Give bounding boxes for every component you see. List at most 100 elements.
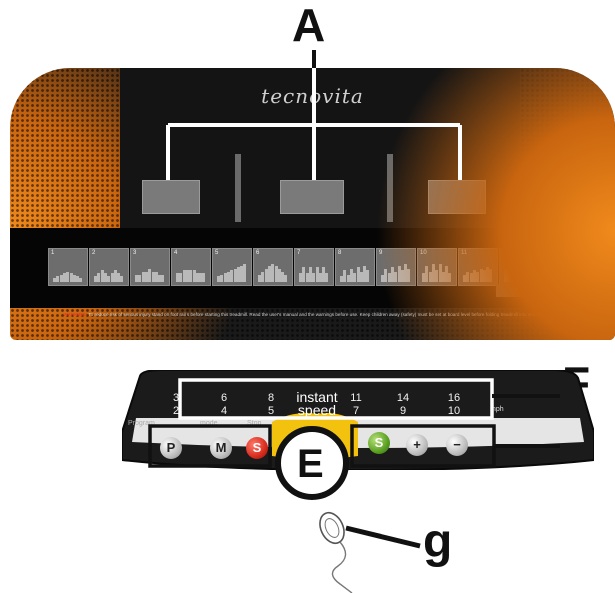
program-button-4[interactable]: 4	[171, 248, 211, 286]
profile-bar	[510, 267, 514, 282]
display-window-center	[280, 180, 344, 214]
profile-bar	[366, 270, 370, 282]
profile-bar	[72, 274, 76, 282]
profile-bar	[151, 271, 155, 282]
speed-up-button[interactable]: +	[406, 434, 428, 456]
profile-bar	[387, 273, 391, 282]
speed-key-3[interactable]: 3	[172, 392, 180, 404]
profile-bar	[62, 273, 66, 282]
profile-bar	[381, 274, 384, 282]
profile-bar	[79, 277, 83, 282]
program-13-label: analytic user program	[552, 249, 602, 262]
profile-bar	[120, 276, 124, 282]
speed-key-7[interactable]: 7	[352, 405, 360, 417]
profile-bar	[179, 273, 183, 282]
program-13-label-line1: analytic	[552, 249, 573, 255]
program-number: 6	[256, 250, 260, 256]
profile-bar	[520, 265, 524, 282]
profile-bar	[233, 268, 237, 282]
profile-bar	[394, 271, 398, 282]
program-profile-graphic	[94, 262, 124, 282]
profile-bar	[523, 267, 527, 282]
divider-right	[387, 154, 393, 222]
profile-bar	[438, 264, 442, 282]
profile-bar	[390, 267, 394, 282]
program-button-9[interactable]: 9	[376, 248, 416, 286]
profile-bar	[277, 268, 281, 282]
speed-key-16[interactable]: 16	[447, 392, 461, 404]
profile-bar	[135, 274, 138, 282]
program-number: 3	[133, 250, 137, 256]
profile-bar	[59, 274, 63, 282]
program-button-2[interactable]: 2	[89, 248, 129, 286]
profile-bar	[107, 276, 111, 282]
program-button-6[interactable]: 6	[253, 248, 293, 286]
program-button-11[interactable]: 11	[458, 248, 498, 286]
profile-bar	[192, 270, 196, 282]
warning-text: WARNING: To reduce risk of serious injur…	[10, 312, 615, 318]
program-button-3[interactable]: 3	[130, 248, 170, 286]
profile-bar	[182, 270, 186, 282]
profile-bar	[469, 273, 473, 282]
program-button-8[interactable]: 8	[335, 248, 375, 286]
program-button[interactable]: P	[160, 437, 182, 459]
profile-bar	[69, 273, 73, 282]
profile-bar	[346, 274, 350, 282]
speed-key-button[interactable]: speed	[496, 284, 546, 297]
profile-bar	[117, 273, 121, 282]
profile-bar	[148, 268, 152, 282]
speed-key-2[interactable]: 2	[172, 405, 180, 417]
program-button-12[interactable]: 12	[499, 248, 539, 286]
program-number: 2	[92, 250, 96, 256]
program-13-label-line2: user program	[552, 255, 588, 262]
mode-button[interactable]: M	[210, 437, 232, 459]
warning-head: WARNING:	[63, 312, 88, 317]
profile-bar	[504, 270, 507, 282]
profile-bar	[240, 265, 244, 282]
profile-bar	[486, 267, 490, 282]
program-number: 7	[297, 250, 301, 256]
display-window-left	[142, 180, 200, 214]
program-button-1[interactable]: 1	[48, 248, 88, 286]
instant-speed-label-2: speed	[297, 402, 337, 418]
speed-key-6[interactable]: 6	[220, 392, 228, 404]
profile-bar	[202, 273, 206, 282]
program-button-7[interactable]: 7	[294, 248, 334, 286]
program-number: 11	[461, 250, 468, 256]
stop-button[interactable]: S	[246, 437, 268, 459]
callout-g: g	[423, 515, 453, 568]
profile-bar	[158, 274, 162, 282]
profile-bar	[435, 270, 439, 282]
program-profile-graphic	[381, 262, 411, 282]
profile-bar	[359, 271, 363, 282]
speed-key-5[interactable]: 5	[267, 405, 275, 417]
speed-key-9[interactable]: 9	[399, 405, 407, 417]
program-button-13[interactable]: 13	[540, 248, 578, 284]
program-button-5[interactable]: 5	[212, 248, 252, 286]
profile-bar	[76, 276, 80, 282]
profile-bar	[448, 273, 452, 282]
program-label: Program	[128, 420, 155, 427]
speed-key-11[interactable]: 11	[350, 392, 362, 404]
speed-key-4[interactable]: 4	[220, 405, 228, 417]
program-button-10[interactable]: 10	[417, 248, 457, 286]
program-number: 12	[502, 250, 509, 256]
profile-bar	[53, 277, 56, 282]
profile-bar	[404, 264, 408, 282]
profile-bar	[407, 268, 411, 282]
speed-down-button[interactable]: −	[446, 434, 468, 456]
profile-bar	[217, 276, 220, 282]
profile-bar	[507, 268, 511, 282]
speed-key-10[interactable]: 10	[447, 405, 461, 417]
profile-bar	[185, 270, 189, 282]
speed-key-14[interactable]: 14	[396, 392, 410, 404]
divider-left	[235, 154, 241, 222]
start-button[interactable]: S	[368, 432, 390, 454]
profile-bar	[100, 270, 104, 282]
program-profile-graphic	[340, 262, 370, 282]
mode-label: mode	[200, 420, 218, 427]
speed-key-8[interactable]: 8	[267, 392, 275, 404]
profile-bar	[322, 267, 326, 282]
